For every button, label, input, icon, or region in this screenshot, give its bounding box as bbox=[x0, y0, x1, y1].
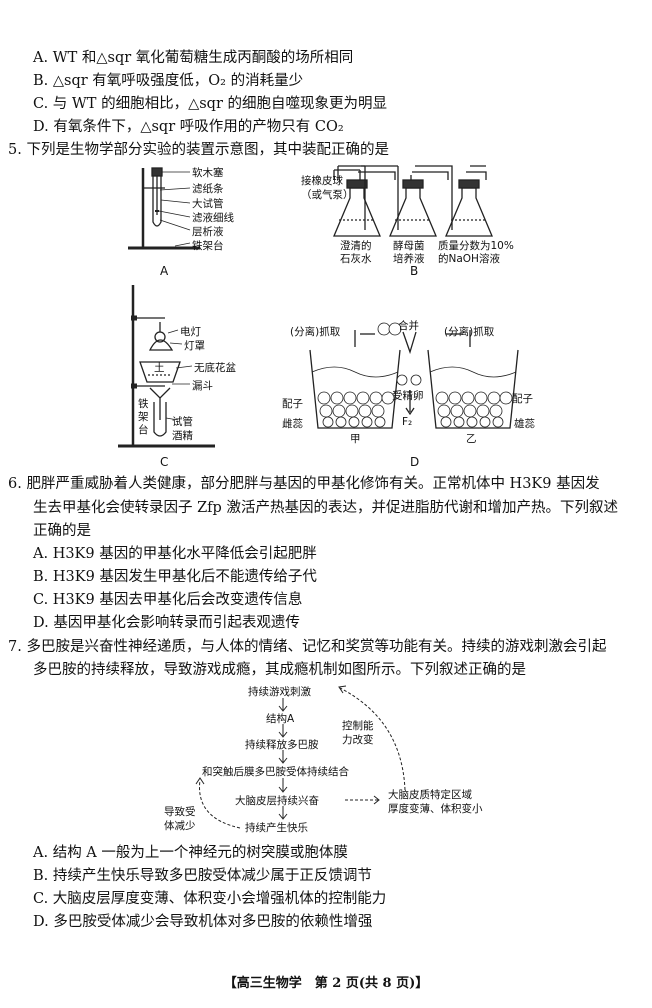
q4-option-c: C. 与 WT 的细胞相比，△sqr 的细胞自噬现象更为明显 bbox=[33, 96, 388, 112]
figa-label-cork: 软木塞 bbox=[192, 167, 224, 179]
flow-node-cortex-excitation: 大脑皮层持续兴奋 bbox=[235, 795, 319, 807]
figc-label-stand-2: 架 bbox=[138, 411, 149, 423]
q6-stem-line3: 正确的是 bbox=[33, 523, 91, 539]
figb-label-limewater-1: 澄清的 bbox=[340, 240, 372, 252]
figc-label-tube: 试管 bbox=[172, 416, 193, 428]
q5-stem: 5. 下列是生物学部分实验的装置示意图，其中装配正确的是 bbox=[8, 142, 389, 158]
q4-option-d: D. 有氧条件下，△sqr 呼吸作用的产物只有 CO₂ bbox=[33, 119, 344, 135]
flow-side-control-1: 控制能 bbox=[342, 720, 374, 732]
q7-option-d: D. 多巴胺受体减少会导致机体对多巴胺的依赖性增强 bbox=[33, 914, 373, 930]
figd-label-stamen: 雄蕊 bbox=[514, 418, 535, 430]
figa-label-filtrate-line: 滤液细线 bbox=[192, 212, 234, 224]
figd-label-jia: 甲 bbox=[350, 433, 361, 445]
figb-label-pump: （或气泵） bbox=[301, 189, 354, 201]
figd-label-yi: 乙 bbox=[466, 433, 477, 445]
flow-side-receptor-2: 体减少 bbox=[164, 820, 196, 832]
q7-stem-line2: 多巴胺的持续释放，导致游戏成瘾，其成瘾机制如图所示。下列叙述正确的是 bbox=[33, 662, 526, 678]
q6-option-a: A. H3K9 基因的甲基化水平降低会引起肥胖 bbox=[33, 546, 317, 562]
q4-option-a: A. WT 和△sqr 氧化葡萄糖生成丙酮酸的场所相同 bbox=[33, 50, 354, 66]
figc-label-stand-1: 铁 bbox=[138, 398, 149, 410]
q7-stem-line1: 7. 多巴胺是兴奋性神经递质，与人体的情绪、记忆和奖赏等功能有关。持续的游戏刺激… bbox=[8, 639, 607, 655]
figa-caption: A bbox=[160, 264, 169, 278]
q6-stem-line2: 生去甲基化会使转录因子 Zfp 激活产热基因的表达，并促进脂肪代谢和增加产热。下… bbox=[33, 500, 618, 516]
flow-node-pleasure: 持续产生快乐 bbox=[245, 822, 308, 834]
figc-label-pot: 无底花盆 bbox=[194, 362, 236, 374]
flow-side-receptor-1: 导致受 bbox=[164, 806, 196, 818]
q4-option-b: B. △sqr 有氧呼吸强度低，O₂ 的消耗量少 bbox=[33, 73, 304, 89]
q7-option-b: B. 持续产生快乐导致多巴胺受体减少属于正反馈调节 bbox=[33, 868, 372, 884]
flow-side-control-2: 力改变 bbox=[342, 734, 374, 746]
figa-label-filter-strip: 滤纸条 bbox=[192, 183, 224, 195]
figd-label-grab-right: (分离)抓取 bbox=[444, 326, 495, 338]
figc-caption: C bbox=[160, 455, 169, 469]
figc-label-alcohol: 酒精 bbox=[172, 430, 193, 442]
figd-label-combine: 合并 bbox=[398, 320, 419, 332]
flow-side-cortex-2: 厚度变薄、体积变小 bbox=[388, 803, 483, 815]
flow-node-receptor-binding: 和突触后膜多巴胺受体持续结合 bbox=[202, 766, 349, 778]
flow-node-game-stimulus: 持续游戏刺激 bbox=[248, 686, 311, 698]
figa-label-solvent: 层析液 bbox=[192, 226, 224, 238]
flow-side-cortex-1: 大脑皮质特定区域 bbox=[388, 789, 472, 801]
figd-label-gamete-right: 配子 bbox=[512, 393, 533, 405]
figb-label-naoh-2: 的NaOH溶液 bbox=[438, 253, 500, 265]
figa-label-test-tube: 大试管 bbox=[192, 198, 224, 210]
figd-caption: D bbox=[410, 455, 420, 469]
figb-label-yeast-2: 培养液 bbox=[393, 253, 425, 265]
figd-label-pistil: 雌蕊 bbox=[282, 418, 303, 430]
figb-label-limewater-2: 石灰水 bbox=[340, 253, 372, 265]
flow-node-dopamine-release: 持续释放多巴胺 bbox=[245, 739, 319, 751]
figd-label-zygote: 受精卵 bbox=[392, 390, 424, 402]
q6-stem-line1: 6. 肥胖严重威胁着人类健康，部分肥胖与基因的甲基化修饰有关。正常机体中 H3K… bbox=[8, 476, 600, 492]
figd-label-f2: F₂ bbox=[402, 416, 413, 428]
q7-option-a: A. 结构 A 一般为上一个神经元的树突膜或胞体膜 bbox=[33, 845, 348, 861]
figa-label-stand: 铁架台 bbox=[192, 240, 224, 252]
figd-label-gamete-left: 配子 bbox=[282, 398, 303, 410]
figd-label-grab-left: (分离)抓取 bbox=[290, 326, 341, 338]
flow-node-structure-a: 结构A bbox=[266, 713, 295, 725]
figb-label-bulb: 接橡皮球 bbox=[301, 175, 343, 187]
figc-label-soil: 土 bbox=[154, 362, 165, 374]
q6-option-c: C. H3K9 基因去甲基化后会改变遗传信息 bbox=[33, 592, 303, 608]
q6-option-d: D. 基因甲基化会影响转录而引起表观遗传 bbox=[33, 615, 300, 631]
figb-caption: B bbox=[410, 264, 419, 278]
figc-label-stand-3: 台 bbox=[138, 424, 149, 436]
page-footer: 【高三生物学 第 2 页(共 8 页)】 bbox=[223, 976, 429, 991]
figb-label-naoh-1: 质量分数为10% bbox=[438, 240, 514, 252]
figb-label-yeast-1: 酵母菌 bbox=[393, 240, 425, 252]
figc-label-lamp: 电灯 bbox=[180, 326, 201, 338]
figc-label-shade: 灯罩 bbox=[184, 340, 205, 352]
q6-option-b: B. H3K9 基因发生甲基化后不能遗传给子代 bbox=[33, 569, 317, 585]
figc-label-funnel: 漏斗 bbox=[192, 380, 213, 392]
q7-option-c: C. 大脑皮层厚度变薄、体积变小会增强机体的控制能力 bbox=[33, 891, 387, 907]
